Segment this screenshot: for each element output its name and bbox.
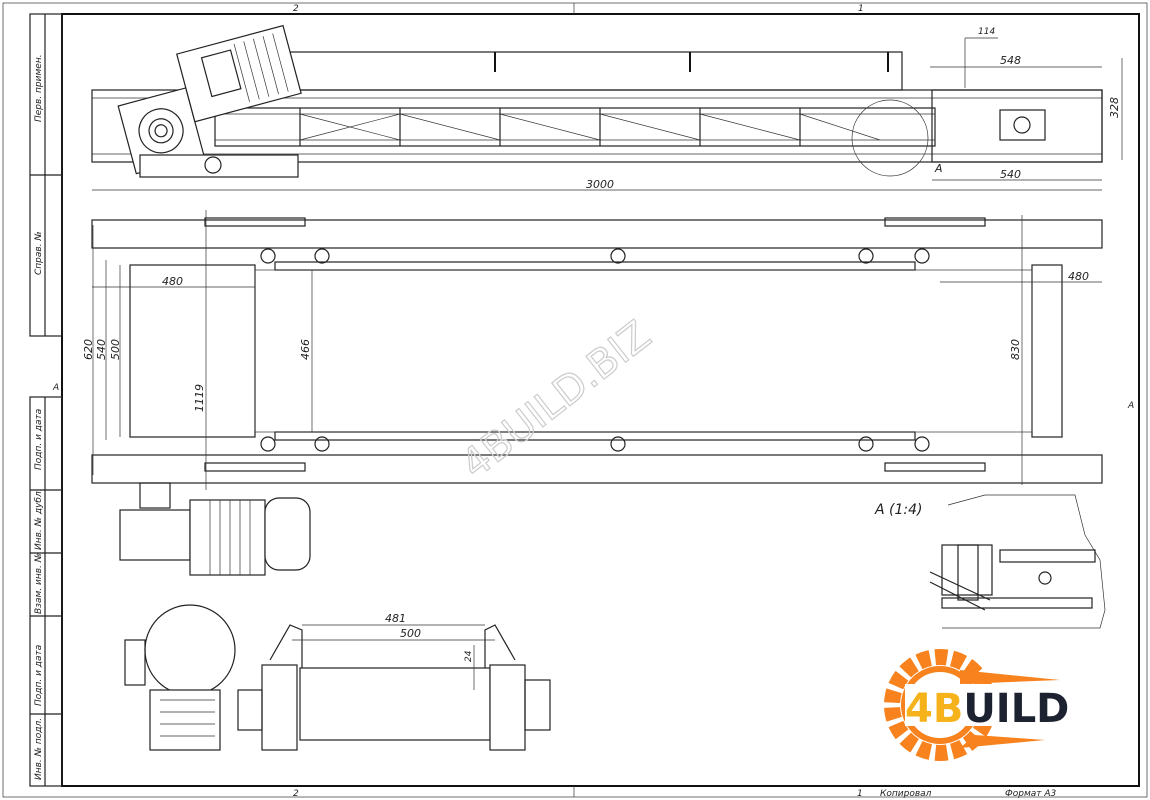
motor-top <box>117 24 302 175</box>
watermark: 4BUILD.BIZ <box>453 312 660 488</box>
svg-text:Подп. и дата: Подп. и дата <box>34 645 44 706</box>
svg-text:480: 480 <box>162 275 183 288</box>
zone-col-2-top: 2 <box>293 4 299 14</box>
svg-text:830: 830 <box>1009 339 1022 360</box>
svg-text:540: 540 <box>95 339 108 360</box>
plan-view: 480 480 620 540 500 466 1119 830 <box>82 210 1103 576</box>
svg-text:114: 114 <box>978 27 995 37</box>
svg-text:Инв. № дубл.: Инв. № дубл. <box>34 488 44 550</box>
svg-text:Перв. примен.: Перв. примен. <box>34 54 44 122</box>
brand-logo: 4BUILD <box>884 649 1069 761</box>
footer-copied: Копировал <box>880 789 932 799</box>
zone-col-1-top: 1 <box>858 4 864 14</box>
footer-sheet: 1 <box>857 789 863 799</box>
detail-a-marker: A <box>934 162 943 175</box>
svg-text:4BUILD: 4BUILD <box>905 686 1069 732</box>
svg-text:1119: 1119 <box>193 384 206 412</box>
zone-row-right: A <box>1127 401 1134 411</box>
svg-text:Инв. № подл.: Инв. № подл. <box>34 718 44 780</box>
svg-text:480: 480 <box>1068 270 1089 283</box>
svg-text:Взам. инв. №: Взам. инв. № <box>34 553 44 614</box>
side-strip: Перв. примен. Справ. № Подп. и дата Инв.… <box>29 13 63 787</box>
svg-text:24: 24 <box>464 650 474 662</box>
svg-text:466: 466 <box>299 339 312 360</box>
svg-text:481: 481 <box>385 612 406 625</box>
svg-text:548: 548 <box>1000 54 1021 67</box>
svg-text:500: 500 <box>109 339 122 360</box>
detail-a: A (1:4) <box>874 494 1106 629</box>
svg-text:540: 540 <box>1000 168 1021 181</box>
zone-row-left: A <box>52 383 59 393</box>
svg-text:3000: 3000 <box>586 178 614 191</box>
detail-a-circle <box>851 99 929 177</box>
svg-text:620: 620 <box>82 339 95 360</box>
svg-text:Справ. №: Справ. № <box>34 231 44 275</box>
zone-col-2-bottom: 2 <box>293 789 299 799</box>
detail-title: A (1:4) <box>874 502 922 518</box>
top-view: A 3000 540 548 114 328 <box>91 24 1123 191</box>
svg-text:328: 328 <box>1108 97 1121 118</box>
end-view: 481 500 24 <box>124 604 551 751</box>
footer-format: Формат А3 <box>1005 789 1057 799</box>
svg-text:500: 500 <box>400 627 421 640</box>
svg-text:Подп. и дата: Подп. и дата <box>34 409 44 470</box>
